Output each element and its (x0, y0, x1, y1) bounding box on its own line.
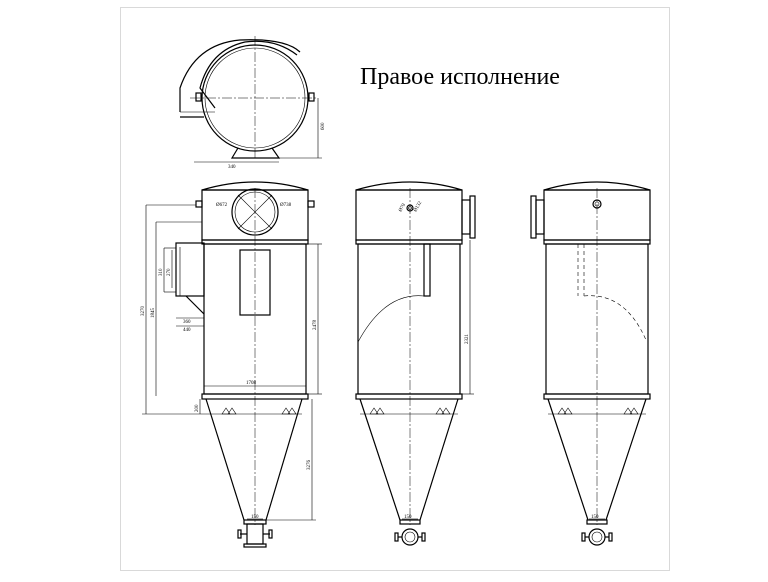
dim-600: 600 (321, 122, 326, 130)
callout-o672: Ø672 (216, 203, 228, 208)
dim-150-left: 150 (251, 515, 259, 520)
drawing-frame (120, 7, 670, 571)
dim-1845: 1845 (151, 308, 156, 319)
top-view: 340 600 (179, 36, 326, 170)
dim-1708: 1708 (246, 381, 257, 386)
dim-2321: 2321 (465, 334, 470, 345)
front-view-right: 150 (530, 181, 651, 546)
dim-360: 360 (183, 320, 191, 325)
callout-o70: Ø70 (398, 203, 407, 213)
front-view-middle: Ø70 Ø132 2321 150 (355, 181, 476, 546)
dim-440: 440 (183, 328, 191, 333)
dim-200: 200 (195, 404, 200, 412)
callout-o738: Ø738 (280, 203, 292, 208)
dim-310: 310 (159, 268, 164, 276)
dim-2478: 2478 (313, 320, 318, 331)
front-view-left: Ø672 Ø738 3270 1845 310 2 (141, 181, 322, 548)
drawing-title: Правое исполнение (360, 64, 560, 90)
callout-o132: Ø132 (413, 200, 423, 213)
dim-3270: 3270 (141, 306, 146, 317)
dim-150-right: 150 (591, 515, 599, 520)
dim-150-middle: 150 (404, 515, 412, 520)
dim-340: 340 (228, 165, 236, 170)
dim-3276: 3276 (307, 460, 312, 471)
dim-270: 270 (167, 268, 172, 276)
